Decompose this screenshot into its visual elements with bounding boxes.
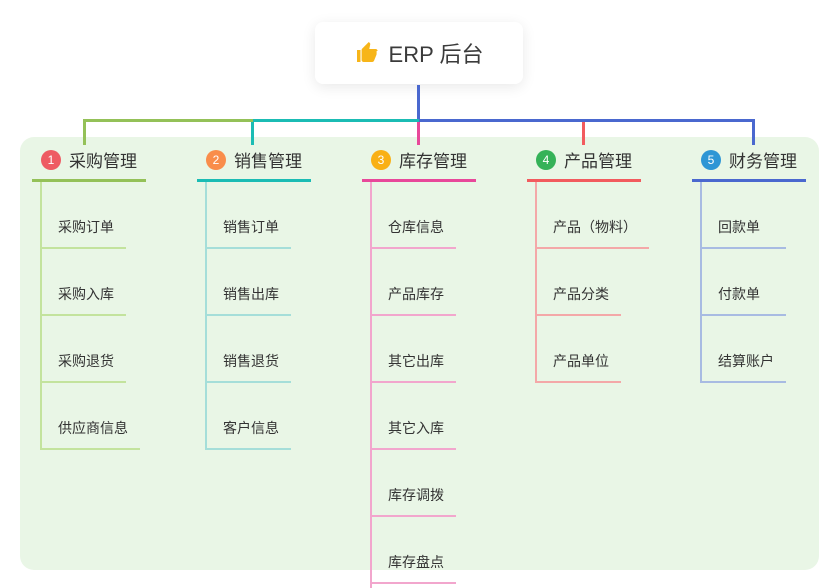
branch-number-badge: 1: [41, 149, 61, 170]
branch-item[interactable]: 其它出库: [372, 316, 456, 383]
branch-column: 3 库存管理仓库信息产品库存其它出库其它入库库存调拨库存盘点出库库明细: [362, 147, 476, 588]
branch-item[interactable]: 销售退货: [207, 316, 291, 383]
branch-item[interactable]: 销售出库: [207, 249, 291, 316]
branch-item-label: 库存盘点: [388, 554, 444, 570]
branch-item-label: 销售订单: [223, 219, 279, 235]
branch-item-label: 付款单: [718, 286, 760, 302]
connector-horizontal-segment: [253, 119, 419, 122]
branch-header[interactable]: 5 财务管理: [692, 147, 806, 182]
branch-item[interactable]: 其它入库: [372, 383, 456, 450]
branch-item-label: 产品单位: [553, 353, 609, 369]
branch-label: 财务管理: [729, 152, 797, 171]
branch-column: 1 采购管理采购订单采购入库采购退货供应商信息: [32, 147, 146, 450]
branch-column: 5 财务管理回款单付款单结算账户: [692, 147, 806, 383]
branch-item-label: 库存调拨: [388, 487, 444, 503]
connector-branch-drop: [582, 122, 585, 145]
branch-item[interactable]: 客户信息: [207, 383, 291, 450]
branch-item-label: 产品库存: [388, 286, 444, 302]
branch-number-badge: 4: [536, 149, 556, 170]
branch-item-list: 销售订单销售出库销售退货客户信息: [205, 182, 291, 450]
branch-item-label: 回款单: [718, 219, 760, 235]
branch-item[interactable]: 回款单: [702, 182, 786, 249]
connector-branch-drop: [417, 122, 420, 145]
branch-item[interactable]: 库存调拨: [372, 450, 456, 517]
branch-item-list: 仓库信息产品库存其它出库其它入库库存调拨库存盘点出库库明细: [370, 182, 470, 588]
branch-item[interactable]: 仓库信息: [372, 182, 456, 249]
root-label: ERP 后台: [388, 42, 484, 67]
branch-item-label: 产品（物料）: [553, 219, 637, 235]
branch-item-label: 产品分类: [553, 286, 609, 302]
branch-number-badge: 3: [371, 149, 391, 170]
branch-item[interactable]: 采购入库: [42, 249, 126, 316]
branch-number-badge: 5: [701, 149, 721, 170]
branch-item[interactable]: 产品分类: [537, 249, 621, 316]
branch-item-label: 供应商信息: [58, 420, 128, 436]
root-node[interactable]: ERP 后台: [315, 22, 523, 84]
branch-item[interactable]: 结算账户: [702, 316, 786, 383]
branch-label: 产品管理: [564, 152, 632, 171]
branch-item-label: 采购退货: [58, 353, 114, 369]
connector-branch-drop: [251, 122, 254, 145]
connector-root-trunk: [417, 85, 420, 122]
branch-item-list: 采购订单采购入库采购退货供应商信息: [40, 182, 140, 450]
branch-item-label: 客户信息: [223, 420, 279, 436]
branch-column: 2 销售管理销售订单销售出库销售退货客户信息: [197, 147, 311, 450]
branch-item[interactable]: 库存盘点: [372, 517, 456, 584]
branch-label: 销售管理: [234, 152, 302, 171]
branch-item[interactable]: 供应商信息: [42, 383, 140, 450]
branch-item[interactable]: 采购退货: [42, 316, 126, 383]
branch-column: 4 产品管理产品（物料） 产品分类产品单位: [527, 147, 649, 383]
branch-item-label: 仓库信息: [388, 219, 444, 235]
branch-header[interactable]: 2 销售管理: [197, 147, 311, 182]
branch-header[interactable]: 4 产品管理: [527, 147, 641, 182]
branch-item[interactable]: 付款单: [702, 249, 786, 316]
branches-panel: [20, 137, 819, 570]
branch-label: 采购管理: [69, 152, 137, 171]
connector-horizontal-segment: [419, 119, 755, 122]
connector-horizontal-segment: [83, 119, 253, 122]
branch-item-label: 其它出库: [388, 353, 444, 369]
branch-number-badge: 2: [206, 149, 226, 170]
branch-item-label: 采购入库: [58, 286, 114, 302]
branch-item[interactable]: 销售订单: [207, 182, 291, 249]
connector-branch-drop: [83, 122, 86, 145]
branch-header[interactable]: 1 采购管理: [32, 147, 146, 182]
thumbs-up-icon: [355, 41, 379, 65]
branch-item-label: 销售出库: [223, 286, 279, 302]
branch-item[interactable]: 产品库存: [372, 249, 456, 316]
branch-item[interactable]: 出库库明细: [372, 584, 470, 588]
connector-branch-drop: [752, 122, 755, 145]
branch-item-label: 采购订单: [58, 219, 114, 235]
branch-item[interactable]: 产品（物料）: [537, 182, 649, 249]
branch-item[interactable]: 采购订单: [42, 182, 126, 249]
branch-item-label: 结算账户: [718, 353, 774, 369]
branch-item-list: 产品（物料） 产品分类产品单位: [535, 182, 649, 383]
branch-item[interactable]: 产品单位: [537, 316, 621, 383]
branch-label: 库存管理: [399, 152, 467, 171]
branch-item-label: 销售退货: [223, 353, 279, 369]
branch-header[interactable]: 3 库存管理: [362, 147, 476, 182]
branch-item-list: 回款单付款单结算账户: [700, 182, 786, 383]
branch-item-label: 其它入库: [388, 420, 444, 436]
